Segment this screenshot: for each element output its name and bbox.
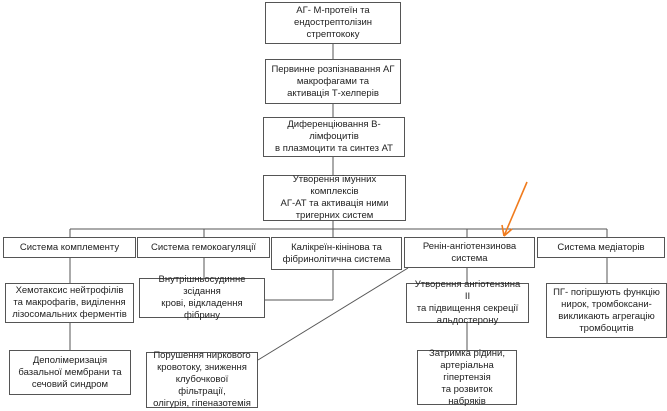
connector (257, 267, 409, 361)
ag-protein-box: АГ- М-протеїн та ендострептолізин стрепт… (265, 2, 401, 44)
differentiation-box: Диференціювання В-лімфоцитів в плазмоцит… (263, 117, 405, 157)
fluid-retention-box: Затримка рідини, артеріальна гіпертензія… (417, 348, 517, 407)
annotation-arrowhead (501, 224, 505, 237)
primary-recognition-box: Первинне розпізнавання АГ макрофагами та… (265, 59, 401, 104)
depolymerization-box: Деполімеризація базальної мембрани та се… (9, 350, 131, 395)
complement-system-box: Система комплементу (3, 237, 136, 258)
kallikrein-system-box: Калікреїн-кінінова та фібринолітична сис… (271, 237, 402, 270)
renal-disorders-box: Порушення ниркового кровотоку, зниження … (146, 350, 258, 409)
immune-complexes-box: Утворення імунних комплексів АГ-АТ та ак… (263, 174, 406, 221)
mediators-system-box: Система медіаторів (537, 237, 665, 258)
chemotaxis-box: Хемотаксис нейтрофілів та макрофагів, ви… (5, 283, 134, 323)
prostaglandins-box: ПГ- погіршують функцію нирок, тромбоксан… (546, 283, 667, 338)
renin-system-box: Ренін-ангіотензинова система (404, 237, 535, 268)
intravascular-coagulation-box: Внутрішньосудинне зсідання крові, відкла… (139, 274, 265, 321)
angiotensin-box: Утворення ангіотензина II та підвищення … (406, 279, 529, 326)
annotation-arrow (503, 181, 528, 237)
coagulation-system-box: Система гемокоагуляції (137, 237, 270, 258)
annotation-arrowhead (503, 228, 513, 237)
